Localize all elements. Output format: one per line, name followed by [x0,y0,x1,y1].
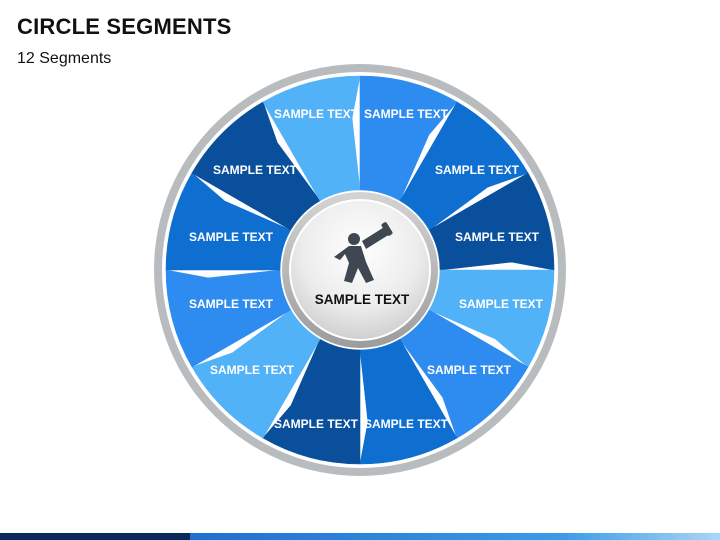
segment-label-9: SAMPLE TEXT [189,297,274,311]
page-title: CIRCLE SEGMENTS [17,14,232,39]
segment-label-1: SAMPLE TEXT [364,107,449,121]
segment-label-3: SAMPLE TEXT [455,230,540,244]
segment-label-6: SAMPLE TEXT [364,417,449,431]
segment-12 [262,75,361,202]
segments-group [165,75,555,465]
footer-bar [0,533,720,540]
footer-bar-light [190,533,720,540]
segment-label-2: SAMPLE TEXT [435,163,520,177]
page-subtitle: 12 Segments [17,50,112,67]
segment-labels-group: SAMPLE TEXT SAMPLE TEXT SAMPLE TEXT SAMPLE … [189,107,544,431]
footer-bar-dark [0,533,190,540]
segment-label-4: SAMPLE TEXT [459,297,544,311]
segment-label-11: SAMPLE TEXT [213,163,298,177]
segment-label-10: SAMPLE TEXT [189,230,274,244]
telescope-person-icon [334,222,393,283]
segment-label-5: SAMPLE TEXT [427,363,512,377]
segment-label-8: SAMPLE TEXT [210,363,295,377]
center-label: SAMPLE TEXT [315,292,410,307]
segment-label-12: SAMPLE TEXT [274,107,359,121]
segment-label-7: SAMPLE TEXT [274,417,359,431]
